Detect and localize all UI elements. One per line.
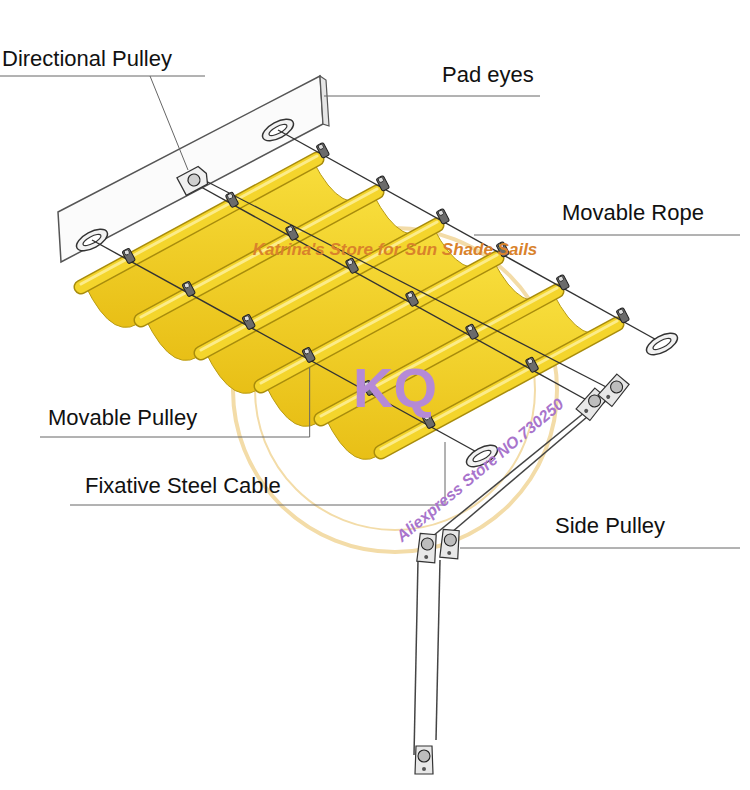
- part-label: Directional Pulley: [2, 46, 172, 72]
- pulley-clip: [405, 291, 419, 307]
- pulley-wheel: [303, 348, 310, 355]
- leader-line: [150, 76, 188, 170]
- pulley-bracket: [415, 746, 433, 774]
- pulley-bracket: [177, 165, 211, 196]
- part-label: Movable Rope: [562, 200, 704, 226]
- pulley-clip: [302, 347, 316, 363]
- pulley-wheel: [421, 538, 434, 551]
- pulley-clip: [345, 258, 359, 274]
- movable-pulley: [122, 248, 136, 264]
- pulley-wheel: [183, 282, 190, 289]
- movable-pulley: [242, 314, 256, 330]
- leader-line: [474, 235, 740, 236]
- part-label: Fixative Steel Cable: [85, 473, 281, 499]
- movable-pulley: [316, 142, 330, 158]
- pulley-wheel: [378, 176, 385, 183]
- pulley-wheel: [123, 249, 130, 256]
- pulley-wheel: [467, 325, 474, 332]
- pulley-bolt: [447, 551, 451, 555]
- movable-pulley: [285, 225, 299, 241]
- pulley-wheel: [608, 378, 625, 395]
- pulley-bracket: [417, 533, 437, 562]
- part-label: Side Pulley: [555, 513, 665, 539]
- pad-eye-plate: [643, 329, 681, 359]
- pulley-bracket: [598, 373, 630, 406]
- movable-pulley: [556, 274, 570, 290]
- leader-line: [0, 76, 205, 77]
- watermark-text: Katrina's Store for Sun Shade Sails: [253, 240, 538, 260]
- pulley-clip: [225, 192, 239, 208]
- movable-pulley: [616, 307, 630, 323]
- pulley-wheel: [618, 308, 625, 315]
- side-pulley: [417, 533, 437, 562]
- pulley-wheel: [527, 358, 534, 365]
- pulley-wheel: [444, 534, 457, 547]
- pulley-wheel: [407, 292, 414, 299]
- movable-pulley: [405, 291, 419, 307]
- pulley-wheel: [347, 259, 354, 266]
- side-pulley: [415, 746, 433, 774]
- pulley-wheel: [186, 172, 202, 188]
- movable-pulley: [225, 192, 239, 208]
- leader-line: [309, 368, 310, 437]
- fixative-steel-cable: [278, 130, 662, 343]
- leader-line: [460, 548, 740, 549]
- leader-line: [324, 96, 540, 97]
- pulley-clip: [242, 314, 256, 330]
- bracket-post: [436, 560, 440, 740]
- part-label: Pad eyes: [442, 62, 534, 88]
- pulley-wheel: [227, 193, 234, 200]
- hardware: [122, 142, 681, 774]
- batten-outline: [81, 159, 317, 287]
- bracket-post: [414, 560, 418, 755]
- movable-pulley: [465, 324, 479, 340]
- pulley-clip: [525, 357, 539, 373]
- part-label: Movable Pulley: [48, 405, 197, 431]
- leader-line: [70, 505, 445, 506]
- fabric-panel: [325, 293, 613, 459]
- side-pulley: [598, 373, 630, 406]
- leader-lines: [0, 76, 740, 548]
- movable-pulley: [302, 347, 316, 363]
- movable-pulley: [345, 258, 359, 274]
- pulley-bracket: [440, 529, 460, 558]
- leader-line: [40, 437, 310, 438]
- pad-eye-hole: [652, 336, 673, 352]
- directional-pulley: [177, 165, 211, 196]
- pulley-wheel: [558, 275, 565, 282]
- batten-body: [81, 159, 317, 287]
- pulley-clip: [376, 175, 390, 191]
- pulley-bolt: [605, 394, 611, 400]
- pulley-bolt: [424, 555, 428, 559]
- watermark-logo: KQ: [353, 354, 437, 421]
- pulley-wheel: [418, 750, 430, 762]
- pulley-wheel: [243, 315, 250, 322]
- pulley-clip: [122, 248, 136, 264]
- movable-pulley: [525, 357, 539, 373]
- pulley-bolt: [583, 408, 589, 414]
- pulley-clip: [316, 142, 330, 158]
- pulley-clip: [465, 324, 479, 340]
- pulley-wheel: [438, 209, 445, 216]
- pulley-wheel: [287, 226, 294, 233]
- pulley-clip: [182, 281, 196, 297]
- movable-pulley: [182, 281, 196, 297]
- wall-plate-edge: [320, 76, 329, 126]
- pulley-clip: [285, 225, 299, 241]
- pulley-wheel: [318, 143, 325, 150]
- pulley-clip: [616, 307, 630, 323]
- pad-eye: [643, 329, 681, 359]
- pulley-clip: [436, 208, 450, 224]
- movable-pulley: [436, 208, 450, 224]
- pulley-clip: [556, 274, 570, 290]
- pulley-bolt: [422, 767, 426, 771]
- side-pulley: [440, 529, 460, 558]
- movable-pulley: [376, 175, 390, 191]
